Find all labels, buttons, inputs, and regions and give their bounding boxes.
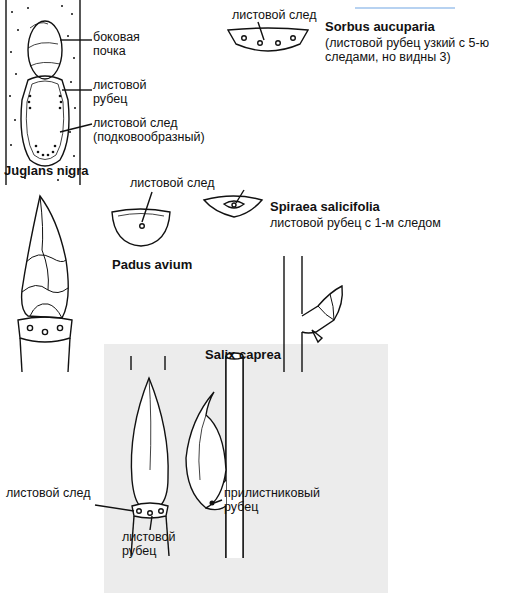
species-name: Salix caprea (205, 348, 325, 362)
part-label: листовой след (6, 486, 106, 500)
note-text: (листовой рубец узкий с 5-ю следами, но … (325, 36, 500, 64)
note-text: листовой рубец с 1-м следом (270, 216, 460, 230)
part-label: листовой след (подковообразный) (93, 116, 213, 144)
species-name: Juglans nigra (4, 164, 124, 178)
part-label: прилистниковый рубец (224, 486, 334, 514)
species-name: Spiraea salicifolia (270, 200, 440, 214)
part-label: листовой рубец (93, 78, 163, 106)
part-label: листовой след (130, 176, 240, 190)
part-label: боковая почка (93, 30, 163, 58)
part-label: листовой рубец (122, 530, 192, 558)
species-name: Sorbus aucuparia (325, 20, 495, 34)
species-name: Padus avium (112, 258, 222, 272)
